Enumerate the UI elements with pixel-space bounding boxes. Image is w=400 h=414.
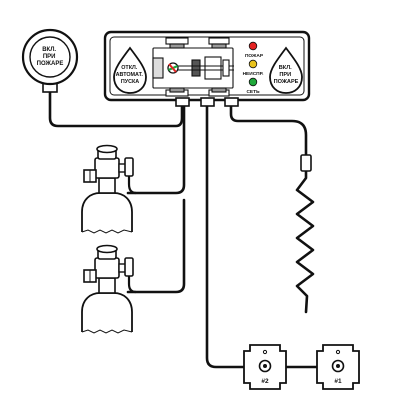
fire-start-button[interactable]: ВКЛ. ПРИ ПОЖАРЕ [269,46,303,94]
left-button-label-1: ОТКЛ. [121,65,138,71]
detector-2: #2 [243,344,287,390]
cable-remote-button [48,88,184,128]
remote-button-label-1: ВКЛ. [42,47,56,53]
svg-text:ВКЛ. ПРИ ПОЖАР: ВКЛ. ПРИ ПОЖАРЕ [274,65,299,85]
detector-2-label: #2 [261,378,269,385]
power-indicator-label: СЕТЬ [246,89,260,95]
remote-button-label-3: ПОЖАРЕ [37,61,64,67]
svg-text:ОТКЛ. АВТОМАТ.: ОТКЛ. АВТОМАТ. ПУСКА [116,65,145,85]
cable-cylinder-1 [126,102,186,195]
remote-manual-button[interactable]: ВКЛ. ПРИ ПОЖАРЕ [21,28,79,93]
disable-auto-start-button[interactable]: ОТКЛ. АВТОМАТ. ПУСКА [113,46,147,94]
svg-text:ВКЛ. ПРИ ПОЖАРЕ: ВКЛ. ПРИ ПОЖАРЕ [37,47,64,67]
remote-button-label-2: ПРИ [43,54,56,60]
status-indicators: ПОЖАР НЕИСПР. СЕТЬ [243,41,264,95]
cable-cylinder-2 [126,198,186,294]
power-indicator-lamp [248,77,258,87]
extinguisher-cylinder-1 [81,144,137,234]
fire-indicator-label: ПОЖАР [245,53,264,59]
detector-1-label: #1 [334,378,342,385]
left-button-label-3: ПУСКА [121,79,139,85]
left-button-label-2: АВТОМАТ. [116,72,144,78]
fire-indicator-lamp [248,41,258,51]
control-panel: ОТКЛ. АВТОМАТ. ПУСКА ВКЛ. ПРИ ПОЖАРЕ [103,30,311,107]
fault-indicator-label: НЕИСПР. [243,71,264,77]
right-button-label-1: ВКЛ. [279,65,292,71]
fault-indicator-lamp [248,59,258,69]
thermal-cable-sleeve [300,154,312,172]
right-button-label-2: ПРИ [279,72,291,78]
cable-thermal [229,102,308,157]
panel-connectors [175,97,239,107]
extinguisher-cylinder-2 [81,244,137,334]
detector-1: #1 [316,344,360,390]
right-button-label-3: ПОЖАРЕ [274,79,299,85]
vehicle-schematic-icon [152,37,234,97]
thermal-zigzag-cable [295,168,315,314]
